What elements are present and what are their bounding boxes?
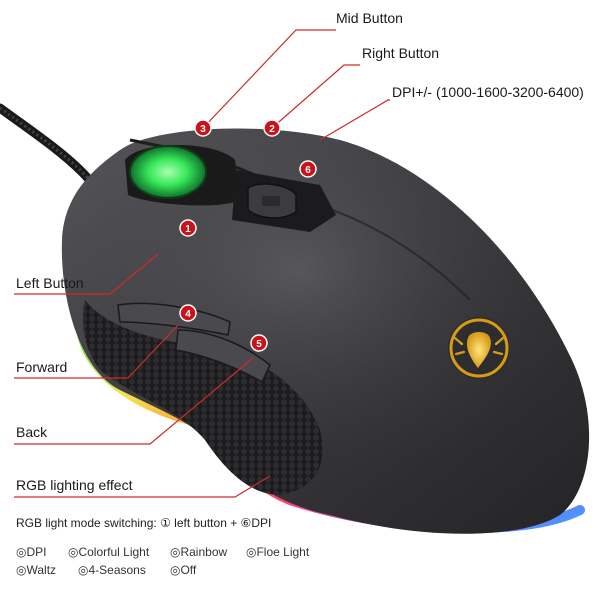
marker-5: 5 (250, 334, 268, 352)
leader-left (14, 253, 159, 295)
svg-text:6: 6 (305, 165, 311, 176)
svg-text:1: 1 (185, 224, 191, 235)
label-mid-button: Mid Button (336, 10, 403, 26)
side-grip (82, 300, 323, 495)
leader-rgb (14, 475, 271, 498)
svg-text:2: 2 (269, 124, 275, 135)
mode-switch-marker-1: ① (160, 516, 171, 530)
leader-dpi (319, 99, 390, 141)
svg-text:5: 5 (256, 339, 262, 350)
mode-off: ◎Off (170, 563, 197, 577)
label-rgb-lighting: RGB lighting effect (16, 477, 133, 493)
mode-switch-marker-6: ⑥ (240, 516, 252, 530)
mode-rainbow: ◎Rainbow (170, 545, 228, 559)
back-button (175, 329, 271, 384)
label-dpi: DPI+/- (1000-1600-3200-6400) (392, 84, 584, 100)
label-back: Back (16, 424, 48, 440)
mode-4-seasons: ◎4-Seasons (78, 563, 146, 577)
mode-waltz: ◎Waltz (16, 563, 57, 577)
mode-switch-suffix: DPI (251, 516, 272, 530)
label-left-button: Left Button (16, 275, 84, 291)
label-right-button: Right Button (362, 45, 440, 61)
svg-text:4: 4 (185, 309, 191, 320)
mode-switch-prefix: RGB light mode switching: (16, 516, 161, 530)
leader-lines (14, 29, 390, 498)
mode-colorful-light: ◎Colorful Light (68, 545, 150, 559)
marker-3: 3 (194, 119, 212, 137)
mode-switch-mid: left button + (170, 516, 241, 530)
marker-6: 6 (299, 160, 317, 178)
leader-mid (202, 29, 336, 129)
marker-4: 4 (179, 304, 197, 322)
svg-text:3: 3 (200, 124, 206, 135)
mode-switch-instructions: RGB light mode switching: ① left button … (16, 516, 271, 530)
mode-floe-light: ◎Floe Light (246, 545, 310, 559)
marker-1: 1 (179, 219, 197, 237)
leader-right (271, 64, 360, 129)
leader-back (14, 357, 254, 445)
scroll-wheel (130, 146, 206, 198)
marker-2: 2 (263, 119, 281, 137)
forward-button (117, 302, 231, 336)
label-forward: Forward (16, 359, 68, 375)
leader-forward (14, 324, 179, 379)
mode-dpi: ◎DPI (16, 545, 47, 559)
